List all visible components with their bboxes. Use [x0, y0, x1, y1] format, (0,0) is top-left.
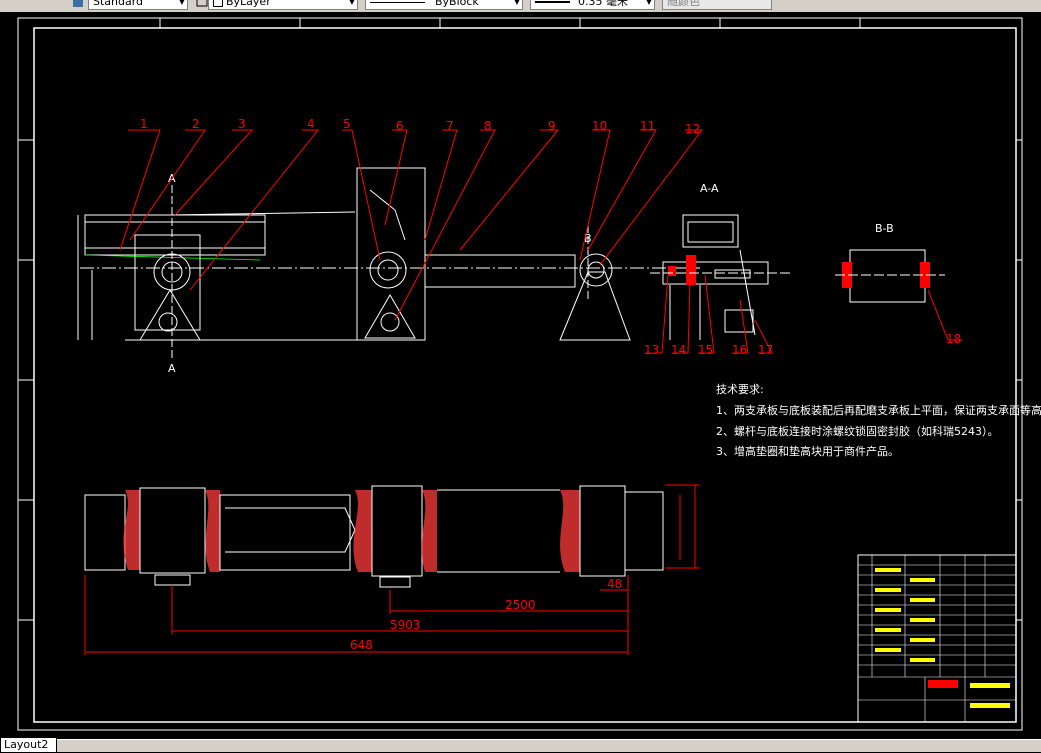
notes-title: 技术要求:: [716, 383, 764, 396]
chevron-down-icon: ▼: [645, 0, 652, 6]
note-3: 3、增高垫圈和垫高块用于商件产品。: [716, 444, 899, 458]
color-swatch-icon: [213, 0, 223, 7]
dimension-lines: [84, 575, 629, 655]
part-label-8: 8: [484, 119, 492, 133]
cad-drawing: A A B 1 2 3 4 5 6 7 8 9 10 11 12 A-A: [17, 17, 1041, 731]
section-bb-view: B-B 18: [835, 222, 962, 346]
part-label-11: 11: [640, 119, 655, 133]
section-bb-title: B-B: [875, 222, 894, 235]
part-label-17: 17: [758, 343, 773, 357]
part-label-1: 1: [140, 117, 148, 131]
linetype-preview: [370, 1, 425, 3]
part-label-15: 15: [698, 343, 713, 357]
part-label-12: 12: [685, 122, 700, 136]
chevron-down-icon: ▼: [348, 0, 355, 6]
lineweight-select[interactable]: 0.35 毫米▼: [530, 0, 655, 10]
plot-style-select: 随颜色: [662, 0, 772, 10]
part-label-10: 10: [592, 119, 607, 133]
dim-length-3: 2500: [505, 598, 536, 612]
chevron-down-icon: ▼: [178, 0, 185, 6]
part-label-9: 9: [548, 119, 556, 133]
part-label-2: 2: [192, 117, 200, 131]
note-1: 1、两支承板与底板装配后再配磨支承板上平面，保证两支承面等高。: [716, 403, 1041, 417]
layer-select[interactable]: ByLayer▼: [208, 0, 358, 10]
part-label-7: 7: [446, 119, 454, 133]
drawing-canvas[interactable]: A A B 1 2 3 4 5 6 7 8 9 10 11 12 A-A: [0, 12, 1041, 739]
frame-border: [33, 27, 1017, 723]
section-marker-a-bottom: A: [168, 362, 176, 375]
zone-ticks: [18, 18, 1022, 621]
dim-length-4: 48: [607, 577, 622, 591]
tab-layout2[interactable]: Layout2: [0, 738, 58, 753]
part-label-14: 14: [671, 343, 686, 357]
part-label-6: 6: [396, 119, 404, 133]
section-aa-title: A-A: [700, 182, 719, 195]
dim-overall-length: 648: [350, 638, 373, 652]
text-style-select[interactable]: Standard▼: [88, 0, 188, 10]
part-label-4: 4: [307, 117, 315, 131]
plan-view: [84, 484, 700, 588]
dimension-texts: 648 5903 2500 48: [350, 577, 622, 652]
chevron-down-icon: ▼: [513, 0, 520, 6]
lineweight-preview: [535, 1, 570, 3]
part-label-18: 18: [946, 332, 961, 346]
properties-toolbar: Standard▼ ByLayer▼ ByBlock▼ 0.35 毫米▼ 随颜色: [0, 0, 1041, 12]
front-view: A A B: [77, 167, 700, 375]
dim-length-2: 5903: [390, 618, 421, 632]
part-labels-top: 1 2 3 4 5 6 7 8 9 10 11 12: [140, 117, 700, 136]
linetype-select[interactable]: ByBlock▼: [365, 0, 523, 10]
leader-lines-aa: [645, 274, 773, 354]
section-marker-b: B: [584, 232, 592, 245]
part-label-13: 13: [644, 343, 659, 357]
text-style-icon[interactable]: [72, 0, 84, 8]
part-labels-aa: 13 14 15 16 17: [644, 343, 773, 357]
sheet-border: [17, 17, 1023, 731]
technical-notes: 技术要求: 1、两支承板与底板装配后再配磨支承板上平面，保证两支承面等高。 2、…: [716, 383, 1041, 458]
layer-icon[interactable]: [196, 0, 208, 8]
leader-lines: [119, 129, 704, 321]
part-label-16: 16: [732, 343, 747, 357]
layout-tab-bar: Layout2: [0, 738, 1041, 753]
title-block: [857, 554, 1017, 723]
section-aa-view: A-A: [650, 182, 790, 340]
note-2: 2、螺杆与底板连接时涂螺纹锁固密封胶（如科瑞5243）。: [716, 424, 999, 438]
part-label-5: 5: [343, 117, 351, 131]
part-label-3: 3: [238, 117, 246, 131]
